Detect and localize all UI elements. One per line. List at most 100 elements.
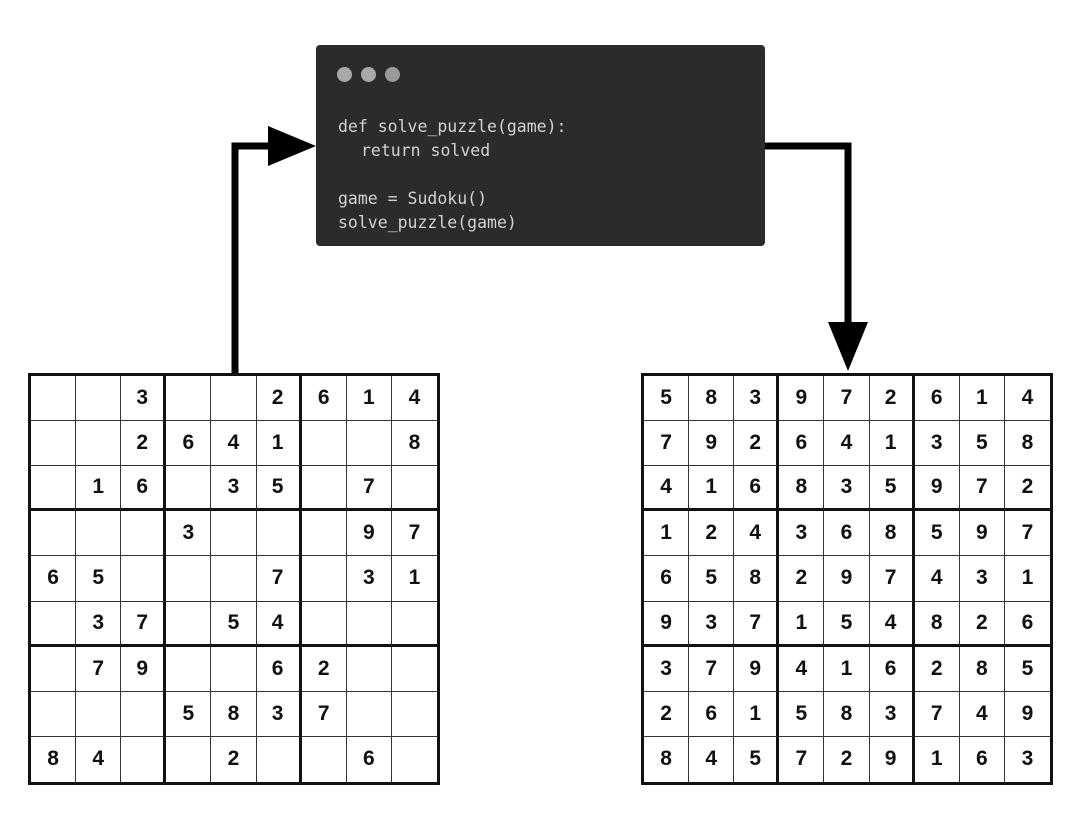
puzzle-cell: 8 [211, 691, 257, 737]
solution-cell: 2 [824, 736, 870, 782]
puzzle-cell: 5 [76, 556, 122, 602]
puzzle-cell: 7 [391, 511, 437, 557]
solution-cell: 7 [1004, 511, 1050, 557]
solution-cell: 9 [914, 466, 960, 512]
solution-cell: 2 [734, 421, 780, 467]
solution-cell: 6 [914, 376, 960, 422]
puzzle-cell [211, 376, 257, 422]
puzzle-cell [31, 421, 77, 467]
solution-cell: 2 [1004, 466, 1050, 512]
solution-cell: 4 [824, 421, 870, 467]
solution-cell: 6 [644, 556, 690, 602]
puzzle-cell: 1 [76, 466, 122, 512]
puzzle-cell: 7 [301, 691, 347, 737]
puzzle-cell [391, 647, 437, 692]
puzzle-cell [391, 466, 437, 512]
solution-cell: 7 [869, 556, 915, 602]
puzzle-cell [76, 421, 122, 467]
solution-cell: 7 [689, 646, 735, 692]
solution-cell: 9 [870, 736, 915, 782]
solution-cell: 9 [959, 511, 1005, 557]
puzzle-cell [346, 691, 392, 737]
solution-cell: 6 [1004, 602, 1050, 647]
puzzle-cell: 6 [301, 376, 347, 422]
puzzle-cell [166, 376, 212, 422]
puzzle-cell: 6 [347, 736, 392, 782]
solution-cell: 5 [1004, 647, 1050, 692]
puzzle-cell: 4 [76, 736, 122, 782]
solution-cell: 3 [779, 511, 825, 557]
puzzle-cell: 9 [121, 646, 167, 692]
solution-cell: 3 [914, 421, 960, 467]
solution-cell: 5 [644, 376, 690, 422]
solution-cell: 8 [734, 556, 780, 602]
solution-cell: 7 [914, 691, 960, 737]
puzzle-cell [391, 692, 437, 737]
solution-cell: 7 [734, 601, 780, 647]
code-line [338, 163, 566, 187]
solution-cell: 3 [824, 466, 870, 512]
puzzle-cell: 1 [391, 556, 437, 602]
solution-cell: 8 [869, 511, 915, 557]
puzzle-cell [31, 376, 77, 422]
puzzle-cell: 3 [346, 556, 392, 602]
solution-cell: 7 [779, 736, 825, 782]
solution-cell: 4 [644, 466, 690, 512]
output-arrow [765, 142, 868, 371]
puzzle-cell: 7 [346, 466, 392, 512]
solution-cell: 4 [689, 736, 735, 782]
puzzle-cell [302, 736, 347, 782]
solution-cell: 1 [1004, 556, 1050, 602]
solution-cell: 5 [914, 511, 960, 557]
solution-cell: 5 [734, 736, 780, 782]
puzzle-cell [121, 691, 167, 737]
puzzle-cell [301, 601, 347, 647]
solution-cell: 7 [824, 376, 870, 422]
puzzle-cell [346, 646, 392, 692]
puzzle-cell: 1 [346, 376, 392, 422]
solution-cell: 1 [824, 646, 870, 692]
solution-cell: 4 [1004, 376, 1050, 422]
solution-cell: 5 [869, 466, 915, 512]
puzzle-cell: 5 [211, 601, 257, 647]
solution-cell: 4 [959, 691, 1005, 737]
puzzle-cell [121, 736, 167, 782]
solution-cell: 2 [914, 646, 960, 692]
solution-cell: 9 [824, 556, 870, 602]
puzzle-cell: 4 [391, 376, 437, 422]
puzzle-cell: 7 [76, 646, 122, 692]
solution-cell: 6 [869, 646, 915, 692]
puzzle-cell [301, 556, 347, 602]
puzzle-cell: 2 [256, 376, 302, 422]
puzzle-cell [211, 646, 257, 692]
window-controls [337, 67, 400, 82]
puzzle-cell: 3 [256, 691, 302, 737]
solution-cell: 9 [779, 376, 825, 422]
puzzle-cell [166, 646, 212, 692]
solution-cell: 8 [959, 646, 1005, 692]
puzzle-cell: 2 [121, 421, 167, 467]
solution-cell: 9 [734, 646, 780, 692]
solution-cell: 2 [959, 601, 1005, 647]
code-line: game = Sudoku() [338, 189, 488, 208]
puzzle-cell [31, 646, 77, 692]
solution-cell: 6 [734, 466, 780, 512]
puzzle-cell [346, 601, 392, 647]
solution-cell: 1 [689, 466, 735, 512]
solution-cell: 5 [824, 601, 870, 647]
puzzle-cell [301, 421, 347, 467]
solution-cell: 7 [644, 421, 690, 467]
puzzle-cell: 4 [256, 601, 302, 647]
puzzle-cell [211, 511, 257, 557]
solution-cell: 8 [914, 601, 960, 647]
puzzle-cell [76, 376, 122, 422]
solution-cell: 4 [869, 601, 915, 647]
solution-cell: 7 [959, 466, 1005, 512]
solution-cell: 3 [869, 691, 915, 737]
solution-cell: 8 [644, 736, 690, 782]
